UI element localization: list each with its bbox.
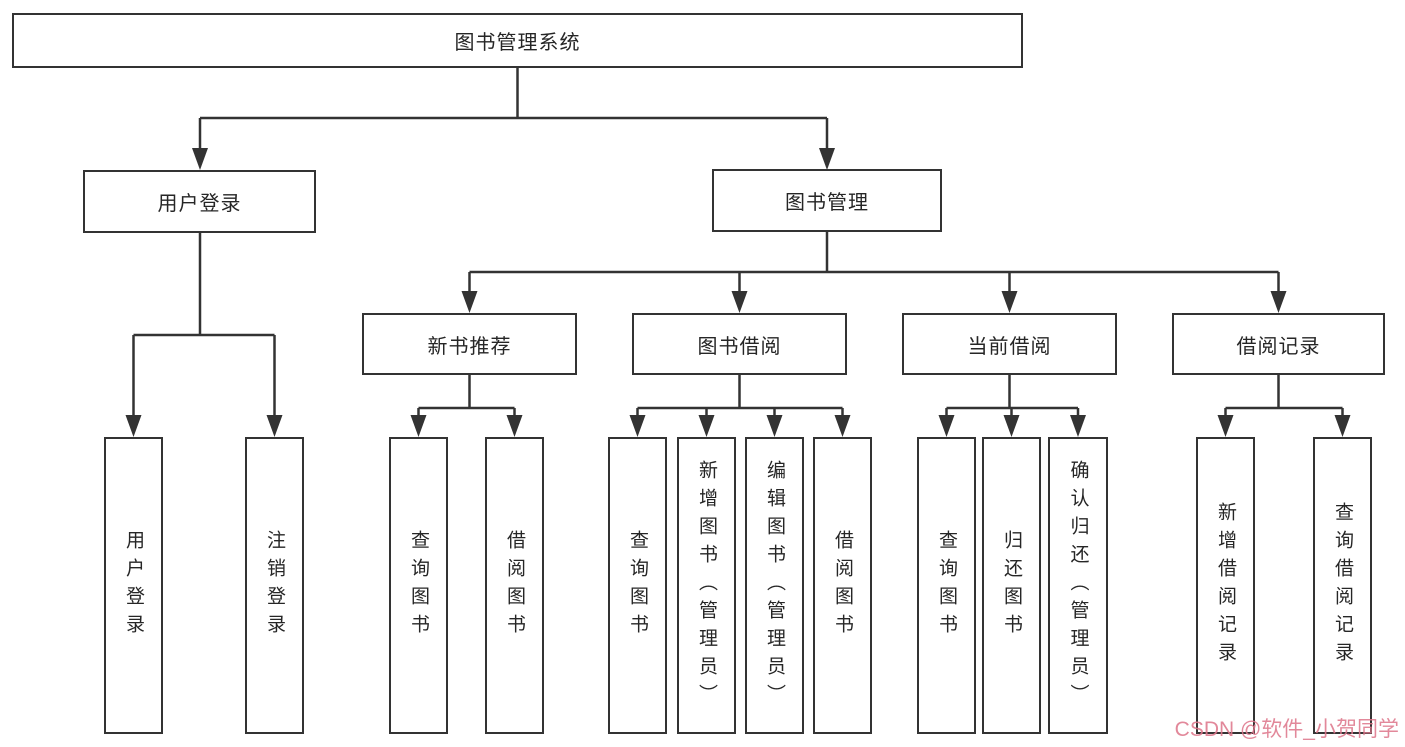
arrowhead — [125, 415, 142, 437]
leaf-add-book-admin: 新增图书（管理员） — [677, 437, 736, 734]
edge-root-to-level2 — [198, 68, 829, 150]
arrowhead — [731, 291, 748, 313]
leaf-add-borrow-record-label: 新增借阅记录 — [1215, 501, 1236, 670]
arrowhead — [834, 415, 851, 437]
node-book-management-label: 图书管理 — [785, 192, 869, 214]
node-book-borrow-label: 图书借阅 — [697, 335, 782, 358]
arrowhead — [410, 415, 427, 437]
edge-records-to-leaves — [1224, 375, 1344, 418]
leaf-add-book-admin-label: 新增图书（管理员） — [696, 459, 717, 712]
node-new-book-recommend: 新书推荐 — [362, 313, 577, 375]
arrowhead — [1270, 291, 1287, 313]
node-current-borrow: 当前借阅 — [902, 313, 1117, 375]
leaf-logout-label: 注销登录 — [264, 529, 285, 642]
leaf-query-book-recommend-label: 查询图书 — [408, 529, 429, 642]
leaf-borrow-book-recommend: 借阅图书 — [485, 437, 544, 734]
leaf-confirm-return-admin-label: 确认归还（管理员） — [1067, 459, 1089, 712]
leaf-query-borrow-record: 查询借阅记录 — [1313, 437, 1372, 734]
arrowhead — [766, 415, 783, 437]
node-user-login: 用户登录 — [83, 170, 316, 233]
leaf-borrow-book-recommend-label: 借阅图书 — [504, 529, 525, 642]
arrowheads — [125, 148, 1351, 437]
leaf-logout: 注销登录 — [245, 437, 304, 734]
arrowhead — [1001, 291, 1018, 313]
leaf-return-book-label: 归还图书 — [1001, 529, 1022, 642]
leaf-user-login-label: 用户登录 — [123, 529, 144, 642]
node-borrow-records-label: 借阅记录 — [1236, 335, 1321, 358]
node-book-management: 图书管理 — [712, 169, 942, 232]
arrowhead — [192, 148, 208, 170]
leaf-query-book-borrow-label: 查询图书 — [627, 529, 648, 642]
arrowhead — [1003, 415, 1020, 437]
leaf-borrow-book: 借阅图书 — [813, 437, 872, 734]
arrowhead — [629, 415, 646, 437]
arrowhead — [1070, 415, 1086, 437]
edge-borrow-to-leaves — [636, 375, 844, 418]
arrowhead — [461, 291, 478, 313]
leaf-user-login: 用户登录 — [104, 437, 163, 734]
arrowhead — [819, 148, 835, 170]
arrowhead — [266, 415, 283, 437]
arrowhead — [506, 415, 523, 437]
leaf-edit-book-admin-label: 编辑图书（管理员） — [764, 459, 785, 712]
leaf-borrow-book-label: 借阅图书 — [832, 529, 853, 642]
edge-newbook-to-leaves — [417, 375, 516, 418]
leaf-query-book-borrow: 查询图书 — [608, 437, 667, 734]
arrowhead — [698, 415, 715, 437]
arrowhead — [938, 415, 955, 437]
edge-current-to-leaves — [945, 375, 1080, 418]
edge-login-to-leaves — [132, 233, 276, 416]
leaf-add-borrow-record: 新增借阅记录 — [1196, 437, 1255, 734]
node-current-borrow-label: 当前借阅 — [967, 335, 1052, 358]
node-root-label: 图书管理系统 — [454, 32, 581, 54]
leaf-query-book-recommend: 查询图书 — [389, 437, 448, 734]
leaf-confirm-return-admin: 确认归还（管理员） — [1048, 437, 1108, 734]
leaf-query-book-current-label: 查询图书 — [936, 529, 957, 642]
node-root-system: 图书管理系统 — [12, 13, 1023, 68]
csdn-watermark: CSDN @软件_小贺同学 — [1174, 718, 1399, 741]
leaf-query-borrow-record-label: 查询借阅记录 — [1332, 501, 1353, 670]
node-user-login-label: 用户登录 — [157, 193, 242, 215]
leaf-edit-book-admin: 编辑图书（管理员） — [745, 437, 804, 734]
arrowhead — [1334, 415, 1351, 437]
node-borrow-records: 借阅记录 — [1172, 313, 1385, 375]
node-book-borrow: 图书借阅 — [632, 313, 847, 375]
leaf-query-book-current: 查询图书 — [917, 437, 976, 734]
edge-mgmt-to-level3 — [468, 232, 1280, 293]
node-new-book-recommend-label: 新书推荐 — [427, 335, 512, 358]
leaf-return-book: 归还图书 — [982, 437, 1041, 734]
arrowhead — [1217, 415, 1234, 437]
